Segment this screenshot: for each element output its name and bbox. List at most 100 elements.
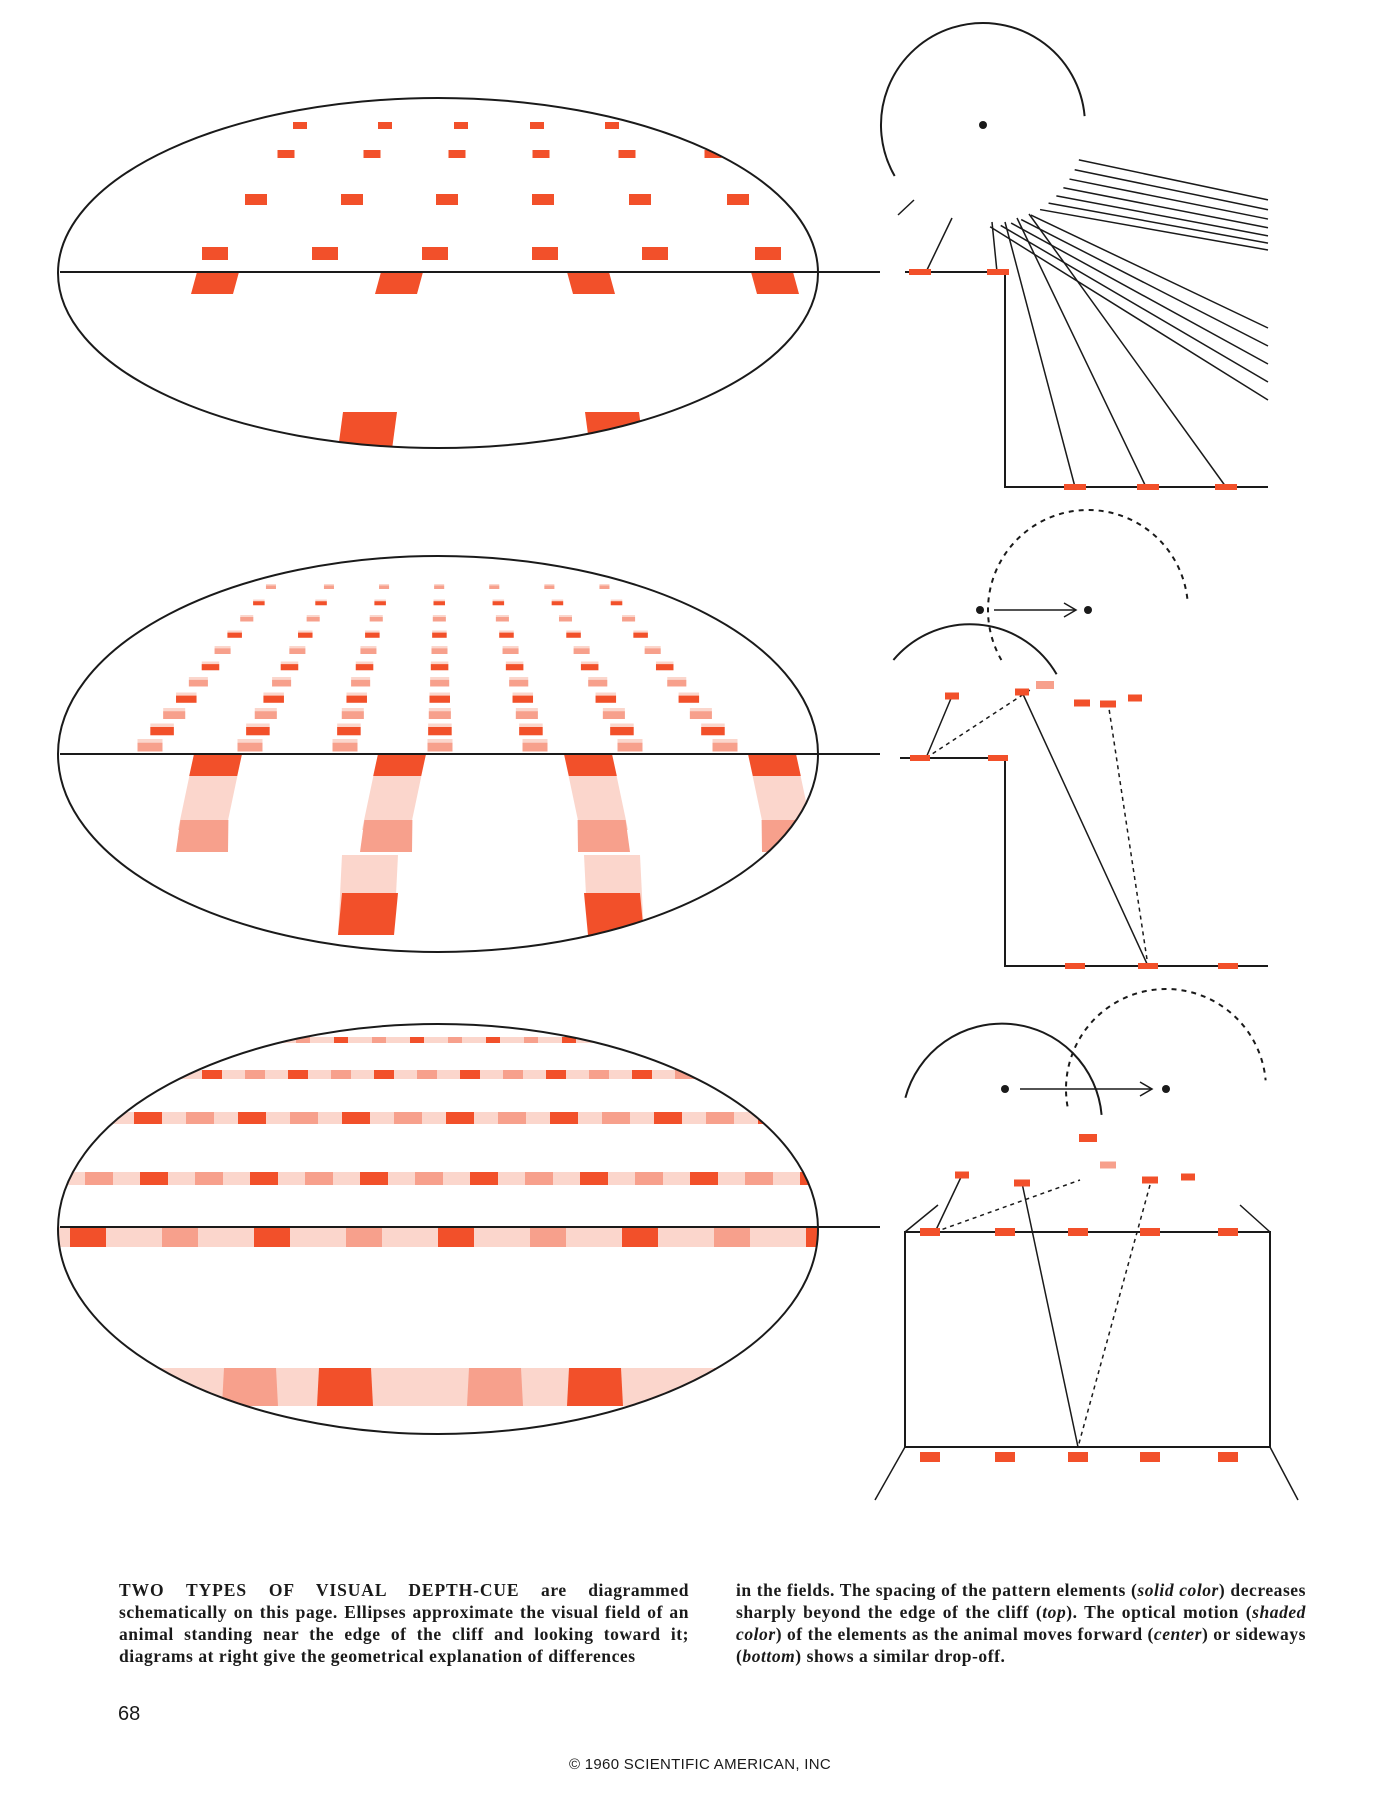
pattern-element-solid [550,1112,578,1124]
retina-element [1142,1176,1158,1184]
surface-element [1068,1228,1088,1236]
pattern-element-solid [245,1070,265,1079]
visual-ray [1078,159,1269,201]
pattern-element-solid [337,727,361,736]
pattern-element-solid [429,695,450,703]
pattern-element-solid [530,1227,566,1247]
pattern-element-solid [346,1227,382,1247]
arrow-head [1139,1081,1154,1097]
pattern-element-solid [227,632,242,638]
surface-element [1137,484,1159,490]
pattern-element-solid [622,616,636,622]
pattern-element-solid [186,1112,214,1124]
pattern-element-solid [253,601,265,606]
pattern-element-solid [617,742,643,752]
cliff-box [904,1231,1271,1448]
geometry-diagram-top [880,22,1269,490]
pattern-element-solid [272,679,292,687]
pattern-element-solid [580,664,599,671]
cliff-edge-right [1239,1204,1271,1233]
caption-text: ). The optical motion ( [1066,1602,1253,1622]
cliff-profile [905,271,1268,488]
visual-ray [1063,187,1269,229]
retina-element [1181,1173,1195,1181]
depth-cue-figure [30,22,1299,1501]
visual-ray-moved [934,1179,1081,1233]
pattern-element-solid [431,648,448,654]
pattern-element-solid [70,1227,106,1247]
visual-ray [1028,213,1227,488]
pattern-element-solid [369,616,383,622]
caption-left-column: TWO TYPES OF VISUAL DEPTH-CUE are diagra… [119,1579,689,1667]
eye-arc [904,1022,1103,1115]
pattern-element-solid [532,194,554,205]
visual-ray [1056,195,1269,237]
caption-italic-term: center [1153,1624,1202,1644]
panel-center-forward-motion [57,509,1268,969]
pattern-element-solid [298,632,313,638]
pattern-element-solid [862,1112,890,1124]
retina-element [1074,699,1090,707]
pattern-element-solid [202,247,228,260]
surface-element [995,1452,1015,1462]
pattern-element-solid [847,1070,867,1079]
pattern-element-solid [502,648,519,654]
pattern-element-solid [373,754,426,776]
pattern-element-solid [312,247,338,260]
surface-element [909,269,931,275]
pattern-element-solid [515,711,538,719]
surface-element [995,1228,1015,1236]
visual-ray [1010,222,1269,365]
pattern-element-solid [82,1112,110,1124]
pattern-element-solid [379,585,390,589]
surface-element [1218,1452,1238,1462]
pattern-element-solid [589,1070,609,1079]
pattern-element-solid [338,893,398,935]
pattern-element-solid [519,727,543,736]
pattern-element-solid [532,247,558,260]
pattern-element-shaded [761,820,814,852]
visual-field-center-pattern [137,584,814,935]
pattern-element-shaded [360,820,413,852]
visual-field-top-pattern [191,122,799,448]
visual-ray [1021,1182,1079,1448]
visual-ray [1004,221,1076,488]
geometry-diagram-center [892,509,1268,969]
surface-element [1140,1228,1160,1236]
pattern-element-solid [678,695,700,703]
pattern-element-solid [714,1227,750,1247]
pattern-element-solid [360,1172,388,1185]
pattern-element-solid [202,1070,222,1079]
pattern-element-solid [505,664,524,671]
pattern-element-solid [30,1112,58,1124]
pattern-element-solid [68,1037,82,1043]
pattern-element-solid [245,194,267,205]
pattern-element-solid [237,742,263,752]
pattern-element-solid [638,1037,652,1043]
pattern-element-solid [306,616,320,622]
pattern-element-solid [277,150,295,158]
pattern-element-solid [134,1112,162,1124]
pattern-element-solid [675,1070,695,1079]
pattern-element-solid [701,727,725,736]
pattern-element-solid [562,1037,576,1043]
pattern-element-solid [214,648,231,654]
pattern-element-solid [524,1037,538,1043]
pattern-element-solid [73,1070,93,1079]
pattern-element-solid [254,1227,290,1247]
visual-ray [934,1174,963,1233]
pattern-element-shaded [577,820,630,852]
pattern-element-solid [588,679,608,687]
page-number: 68 [118,1703,141,1725]
surface-element [988,755,1008,761]
visual-ray [1021,691,1149,967]
pattern-element-solid [289,648,306,654]
motion-trail [58,1368,818,1406]
cliff-edge-left [904,1204,939,1233]
eye-point [1001,1085,1009,1093]
cliff-profile [900,757,1268,967]
retina-element [955,1171,969,1179]
pattern-element-solid [806,1227,818,1247]
pattern-element-solid [346,695,367,703]
pattern-element-solid [334,1037,348,1043]
